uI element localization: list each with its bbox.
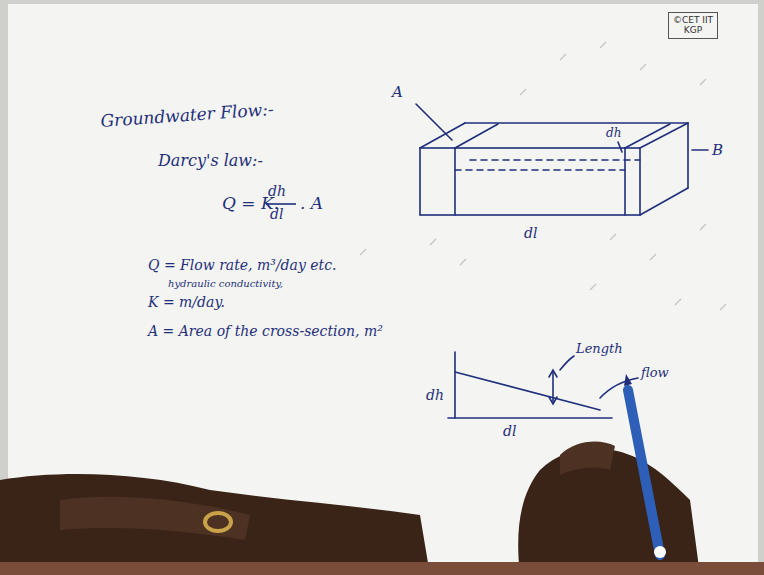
desk-edge (0, 562, 764, 575)
logo-text: ©CET IIT KGP (672, 15, 714, 36)
dimension-label: dh (426, 388, 444, 403)
heading-note: Darcy's law:- (158, 152, 263, 170)
equation-text: . A (300, 194, 323, 213)
part-label: A (392, 84, 403, 101)
equation-text: dl (270, 207, 283, 222)
sheet-title: Groundwater Flow:- (100, 100, 274, 131)
dimension-label: dh (606, 127, 621, 140)
dimension-label: dl (503, 424, 516, 439)
logo-box: ©CET IIT KGP (668, 12, 718, 39)
definition-note: Q = Flow rate, m³/day etc. (148, 258, 337, 273)
part-label: B (712, 142, 723, 159)
dimension-label: dl (524, 226, 537, 241)
equation-text: dh (268, 184, 286, 199)
definition-note: A = Area of the cross-section, m² (148, 324, 383, 339)
aquifer-block (416, 104, 708, 215)
lecturer-hands (0, 374, 700, 575)
annotation-label: flow (641, 366, 669, 380)
background-ticks (360, 42, 726, 310)
definition-note: K = m/day. (148, 295, 225, 310)
annotation-label: Length (576, 342, 623, 356)
gradient-triangle (448, 352, 638, 418)
definition-note: hydraulic conductivity, (168, 278, 283, 289)
